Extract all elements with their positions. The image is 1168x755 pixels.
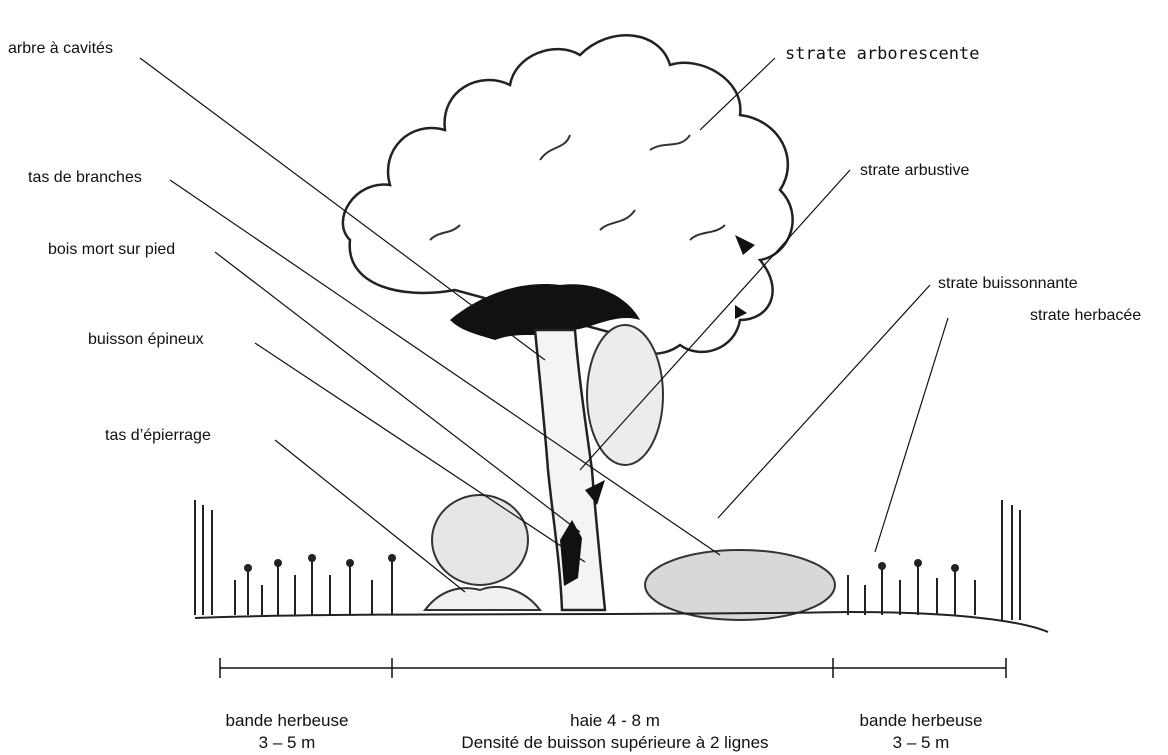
label-strate-arbustive: strate arbustive: [860, 162, 969, 180]
zone-center-title: haie 4 - 8 m: [440, 710, 790, 732]
zone-center: haie 4 - 8 m Densité de buisson supérieu…: [440, 710, 790, 754]
label-tas-branches: tas de branches: [28, 169, 142, 187]
zone-right-width: 3 – 5 m: [830, 732, 1012, 754]
zone-left-width: 3 – 5 m: [196, 732, 378, 754]
grass-left-heads: [244, 554, 396, 572]
label-arbre-cavites: arbre à cavités: [8, 40, 113, 58]
label-strate-buissonnante: strate buissonnante: [938, 275, 1078, 293]
dimension-bar: [220, 658, 1006, 678]
label-strate-arborescente: strate arborescente: [785, 45, 979, 63]
shrub-mid: [587, 325, 663, 465]
label-buisson-epineux: buisson épineux: [88, 331, 204, 349]
shrub-left: [432, 495, 528, 585]
zone-left-title: bande herbeuse: [196, 710, 378, 732]
label-strate-herbacee: strate herbacée: [1030, 307, 1141, 325]
zone-center-detail: Densité de buisson supérieure à 2 lignes: [440, 732, 790, 754]
stone-pile: [425, 587, 540, 610]
zone-right-title: bande herbeuse: [830, 710, 1012, 732]
label-tas-epierrage: tas d’épierrage: [105, 427, 211, 445]
zone-left: bande herbeuse 3 – 5 m: [196, 710, 378, 754]
grass-right: [848, 500, 1020, 620]
bush-right: [645, 550, 835, 620]
label-bois-mort: bois mort sur pied: [48, 241, 175, 259]
grass-left: [195, 500, 392, 615]
zone-right: bande herbeuse 3 – 5 m: [830, 710, 1012, 754]
ground-line: [195, 612, 1048, 632]
